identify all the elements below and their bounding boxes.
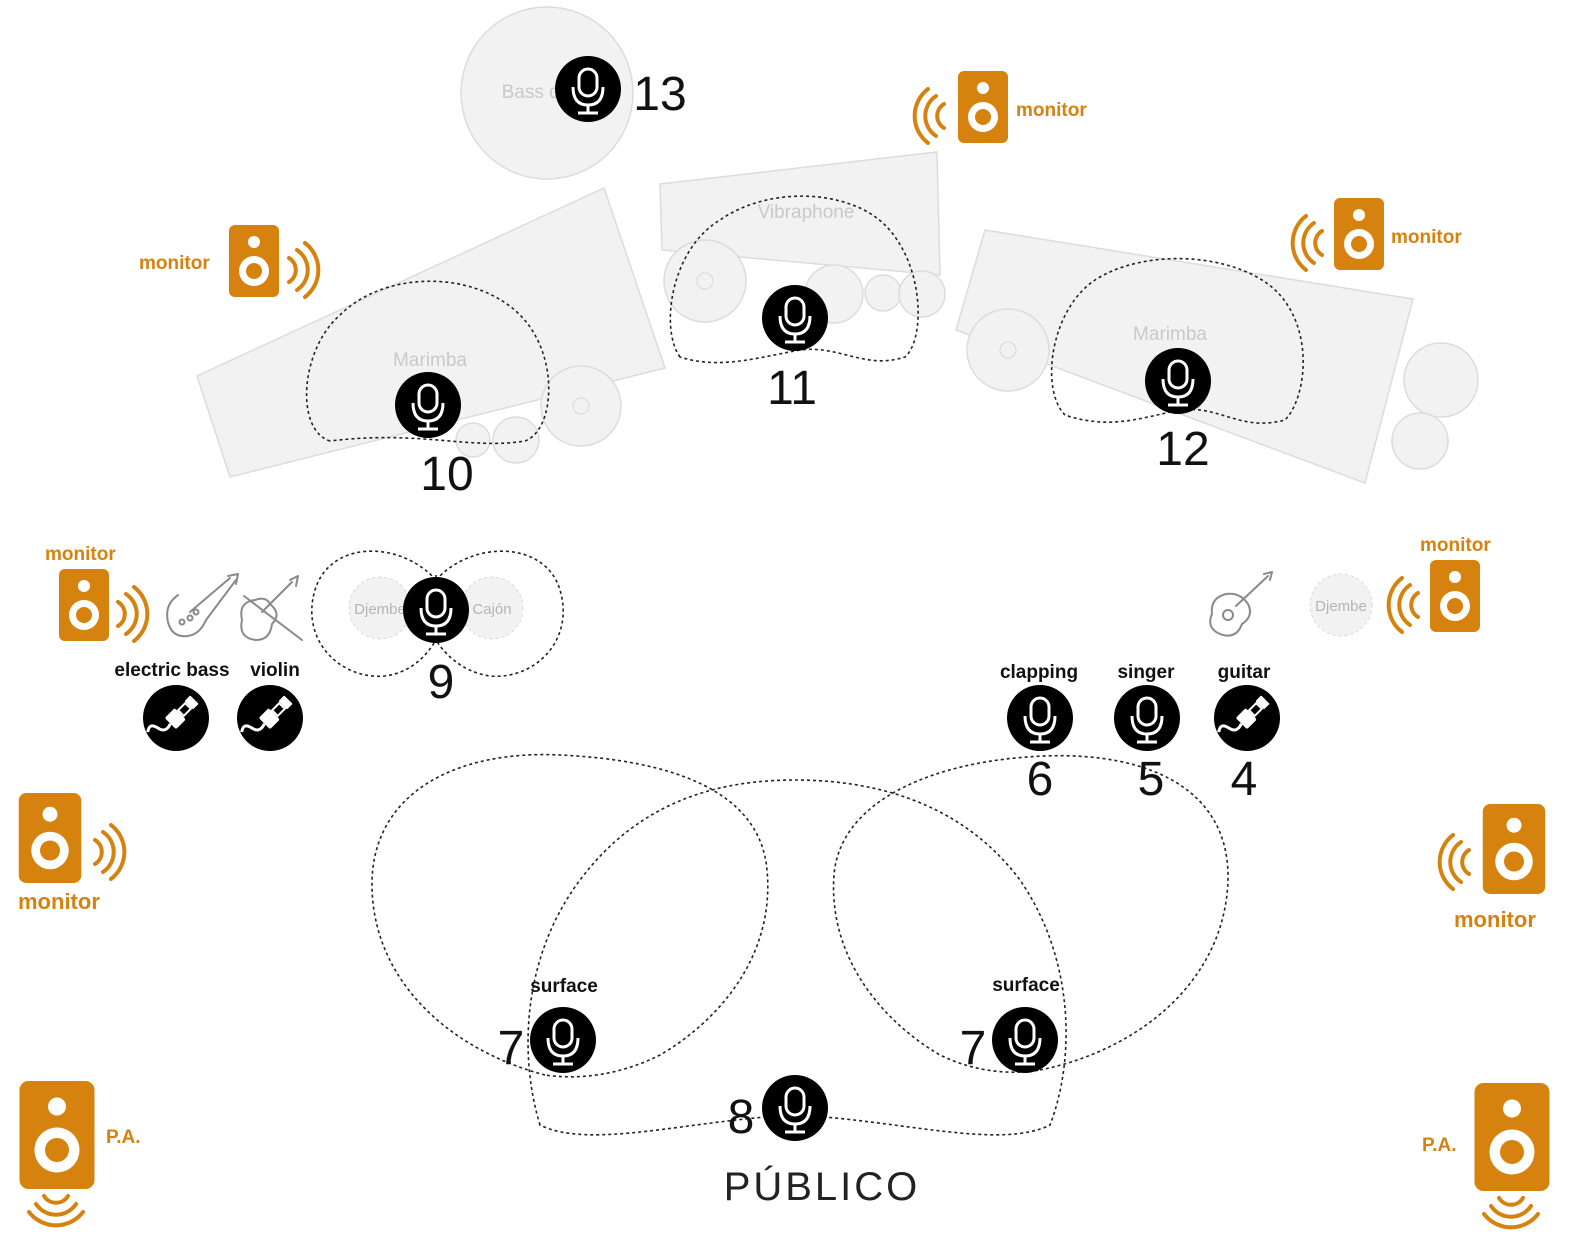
mic-11: 11 bbox=[762, 285, 828, 415]
monitor-low-left-label: monitor bbox=[18, 889, 100, 914]
speaker-icon bbox=[1475, 1083, 1550, 1191]
mic-4-number: 4 bbox=[1231, 753, 1258, 806]
monitor-mid-right-label: monitor bbox=[1420, 535, 1491, 556]
mic-10-number: 10 bbox=[420, 448, 473, 501]
clapping-label: clapping bbox=[1000, 662, 1078, 683]
microphone-icon bbox=[762, 1075, 828, 1141]
speaker-icon bbox=[1334, 198, 1384, 270]
speaker-icon bbox=[1430, 560, 1480, 632]
sound-waves-icon bbox=[29, 1196, 83, 1225]
pa-right-label: P.A. bbox=[1422, 1135, 1457, 1156]
marimba-right: Marimba bbox=[956, 230, 1478, 483]
microphone-icon bbox=[1114, 685, 1180, 751]
mic-6: clapping 6 bbox=[1000, 662, 1078, 806]
speaker-icon bbox=[20, 1081, 95, 1189]
monitor-top-center: monitor bbox=[915, 71, 1088, 143]
monitor-mid-left-label: monitor bbox=[45, 544, 116, 565]
mic-12-number: 12 bbox=[1156, 423, 1209, 476]
jack-cable-icon bbox=[237, 685, 303, 751]
monitor-low-right-label: monitor bbox=[1454, 907, 1536, 932]
pa-left: P.A. bbox=[20, 1081, 141, 1225]
monitor-mid-left: monitor bbox=[45, 544, 147, 641]
microphone-icon bbox=[530, 1007, 596, 1073]
microphone-icon bbox=[992, 1007, 1058, 1073]
di-electric-bass: electric bass bbox=[114, 660, 229, 751]
monitor-low-left: monitor bbox=[18, 793, 124, 914]
pa-right: P.A. bbox=[1422, 1083, 1550, 1227]
pa-left-label: P.A. bbox=[106, 1127, 141, 1148]
marimba-left-label: Marimba bbox=[393, 350, 467, 371]
mic-5: singer 5 bbox=[1114, 662, 1180, 806]
surface-right-label: surface bbox=[992, 975, 1060, 996]
electric-bass-label: electric bass bbox=[114, 660, 229, 681]
sound-waves-icon bbox=[95, 825, 124, 879]
speaker-icon bbox=[19, 793, 82, 883]
mic-11-number: 11 bbox=[767, 362, 817, 415]
mic-9: 9 bbox=[403, 577, 469, 709]
sound-waves-icon bbox=[1484, 1198, 1538, 1227]
sound-waves-icon bbox=[289, 243, 318, 297]
monitor-top-right: monitor bbox=[1293, 198, 1463, 270]
djembe-right-label: Djembe bbox=[1315, 598, 1367, 615]
sound-waves-icon bbox=[1389, 578, 1418, 632]
mic-7-left-number: 7 bbox=[498, 1022, 525, 1075]
violin-icon bbox=[241, 576, 302, 640]
monitor-mid-right: monitor bbox=[1389, 535, 1492, 632]
jack-cable-icon bbox=[1214, 685, 1280, 751]
sound-waves-icon bbox=[118, 587, 147, 641]
djembe-left: Djembe bbox=[349, 577, 411, 639]
microphone-icon bbox=[1145, 348, 1211, 414]
djembe-right: Djembe bbox=[1310, 574, 1372, 636]
microphone-icon bbox=[555, 56, 621, 122]
singer-label: singer bbox=[1117, 662, 1175, 683]
mic-9-number: 9 bbox=[428, 656, 455, 709]
electric-bass-icon bbox=[167, 574, 238, 636]
vibraphone-label: Vibraphone bbox=[758, 202, 855, 223]
surface-left-label: surface bbox=[530, 976, 598, 997]
cajon-label: Cajón bbox=[472, 601, 511, 618]
monitor-low-right: monitor bbox=[1440, 804, 1546, 932]
monitor-upper-left-label: monitor bbox=[139, 253, 210, 274]
djembe-left-label: Djembe bbox=[354, 601, 406, 618]
mic-7-right: surface 7 bbox=[960, 975, 1060, 1075]
speaker-icon bbox=[59, 569, 109, 641]
sound-waves-icon bbox=[1440, 835, 1469, 889]
mic-7-left: surface 7 bbox=[498, 976, 598, 1075]
mic-5-number: 5 bbox=[1138, 753, 1165, 806]
speaker-icon bbox=[229, 225, 279, 297]
microphone-icon bbox=[762, 285, 828, 351]
sound-waves-icon bbox=[1293, 216, 1322, 270]
cajon: Cajón bbox=[461, 577, 523, 639]
microphone-icon bbox=[1007, 685, 1073, 751]
speaker-icon bbox=[958, 71, 1008, 143]
di-4-guitar: guitar 4 bbox=[1214, 662, 1280, 806]
guitar-label: guitar bbox=[1218, 662, 1271, 683]
microphone-icon bbox=[403, 577, 469, 643]
mic-7-right-number: 7 bbox=[960, 1022, 987, 1075]
mic-8-number: 8 bbox=[728, 1091, 755, 1144]
sound-waves-icon bbox=[915, 89, 944, 143]
marimba-right-label: Marimba bbox=[1133, 324, 1207, 345]
violin-label: violin bbox=[250, 660, 300, 681]
jack-cable-icon bbox=[143, 685, 209, 751]
di-violin: violin bbox=[237, 660, 303, 751]
mic-8: 8 bbox=[728, 1075, 828, 1144]
monitor-top-center-label: monitor bbox=[1016, 100, 1087, 121]
mic-6-number: 6 bbox=[1027, 753, 1054, 806]
audience-label: PÚBLICO bbox=[724, 1164, 921, 1209]
monitor-upper-left: monitor bbox=[139, 225, 318, 297]
acoustic-guitar-icon bbox=[1210, 572, 1272, 636]
microphone-icon bbox=[395, 372, 461, 438]
speaker-icon bbox=[1483, 804, 1546, 894]
mic-13-number: 13 bbox=[633, 68, 686, 121]
monitor-top-right-label: monitor bbox=[1391, 227, 1462, 248]
